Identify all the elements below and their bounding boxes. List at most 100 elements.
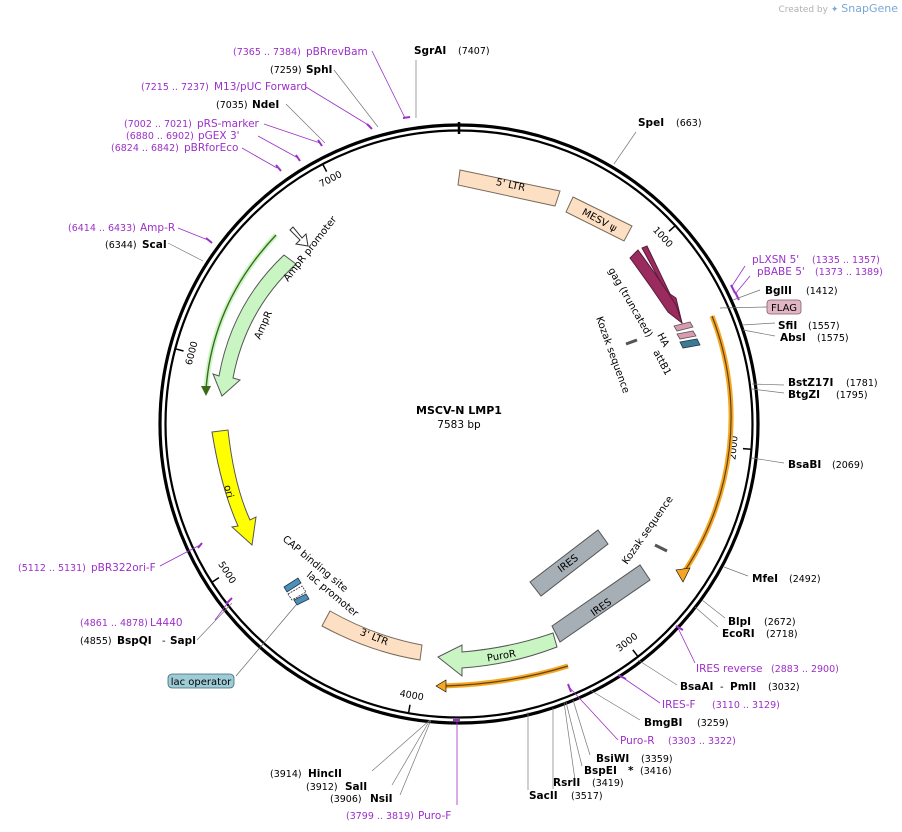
- primer-puro-r[interactable]: Puro-R(3303 .. 3322): [620, 735, 736, 747]
- svg-text:BsiWI: BsiWI: [596, 753, 629, 765]
- svg-text:(3914): (3914): [270, 769, 302, 780]
- enzyme-bstz17i[interactable]: BstZ17I(1781): [788, 377, 878, 389]
- primer-m13-puc-forward[interactable]: (7215 .. 7237)M13/pUC Forward: [141, 81, 307, 93]
- feature-ampr-promoter[interactable]: AmpR promoter: [282, 214, 340, 284]
- enzyme-nsii[interactable]: (3906)NsiI: [330, 793, 393, 805]
- primer-labels: pLXSN 5'(1335 .. 1357) pBABE 5'(1373 .. …: [18, 46, 883, 822]
- svg-text:(1557): (1557): [808, 321, 840, 332]
- primer-plxsn[interactable]: pLXSN 5'(1335 .. 1357): [752, 254, 880, 266]
- svg-text:AbsI: AbsI: [780, 332, 806, 344]
- svg-text:MfeI: MfeI: [752, 573, 778, 585]
- enzyme-mfei[interactable]: MfeI(2492): [752, 573, 821, 585]
- tick-label-4000: 4000: [399, 688, 425, 703]
- svg-text:ScaI: ScaI: [142, 239, 167, 251]
- enzyme-rsrii[interactable]: RsrII(3419): [553, 777, 624, 789]
- plasmid-length: 7583 bp: [437, 419, 481, 431]
- enzyme-bspqi-sapi[interactable]: (4855)BspQI-SapI: [80, 635, 196, 647]
- feature-ori[interactable]: ori: [211, 429, 257, 546]
- primer-ires-reverse[interactable]: IRES reverse(2883 .. 2900): [696, 663, 839, 675]
- tick-mark-7000: [322, 164, 328, 172]
- feature-orange-lower[interactable]: [435, 663, 569, 693]
- credit-brand: SnapGene: [841, 2, 898, 15]
- enzyme-blpi[interactable]: BlpI(2672): [728, 616, 796, 628]
- svg-text:pLXSN 5': pLXSN 5': [752, 254, 799, 266]
- feature-kozak-sequence-2[interactable]: Kozak sequence: [620, 494, 675, 566]
- svg-text:(7002 .. 7021): (7002 .. 7021): [124, 119, 192, 130]
- svg-text:(3912): (3912): [306, 782, 338, 793]
- enzyme-scai[interactable]: (6344)ScaI: [105, 239, 167, 251]
- feature-flag[interactable]: FLAG: [719, 299, 802, 315]
- svg-text:(1575): (1575): [817, 333, 849, 344]
- feature-gag-truncated[interactable]: gag (truncated): [605, 245, 684, 340]
- enzyme-hincii[interactable]: (3914) HincII: [270, 768, 342, 780]
- enzyme-sacii[interactable]: SacII(3517): [529, 790, 603, 802]
- svg-text:(3032): (3032): [768, 682, 800, 693]
- feature-puror[interactable]: PuroR: [437, 632, 558, 678]
- svg-text:SacII: SacII: [529, 790, 558, 802]
- primer-pbabe[interactable]: pBABE 5'(1373 .. 1389): [757, 266, 883, 278]
- enzyme-absi[interactable]: AbsI (1575): [780, 332, 849, 344]
- primer-prs-marker[interactable]: (7002 .. 7021) pRS-marker: [124, 118, 260, 130]
- enzyme-bsaai-pmli[interactable]: BsaAI-PmlI(3032): [680, 681, 800, 693]
- enzyme-sali[interactable]: (3912)SalI: [306, 781, 367, 793]
- svg-text:IRES-F: IRES-F: [662, 699, 696, 711]
- svg-text:BstZ17I: BstZ17I: [788, 377, 833, 389]
- tick-label-7000: 7000: [318, 169, 345, 190]
- feature-ampr-outer-arc[interactable]: [201, 233, 278, 396]
- primer-ires-f[interactable]: IRES-F(3110 .. 3129): [662, 699, 780, 711]
- svg-text:(2672): (2672): [764, 617, 796, 628]
- feature-attb1-label: attB1: [650, 348, 672, 377]
- feature-ha-label: HA: [654, 331, 671, 349]
- feature-attb1[interactable]: attB1: [650, 338, 701, 377]
- primer-leader-lines: [159, 50, 751, 805]
- primer-pbrforeco[interactable]: (6824 .. 6842) pBRforEco: [111, 142, 238, 154]
- svg-text:BmgBI: BmgBI: [644, 717, 682, 729]
- primer-puro-f[interactable]: (3799 .. 3819)Puro-F: [346, 810, 451, 822]
- svg-text:pBABE 5': pBABE 5': [757, 266, 805, 278]
- primer-amp-r[interactable]: (6414 .. 6433)Amp-R: [68, 222, 175, 234]
- svg-text:(5112 .. 5131): (5112 .. 5131): [18, 563, 86, 574]
- primer-pbr322ori-f[interactable]: (5112 .. 5131)pBR322ori-F: [18, 562, 156, 574]
- svg-text:L4440: L4440: [150, 617, 183, 629]
- feature-kozak-sequence-1[interactable]: Kozak sequence: [593, 315, 638, 395]
- feature-ires-1[interactable]: IRES: [529, 529, 609, 597]
- svg-text:BtgZI: BtgZI: [788, 389, 820, 401]
- enzyme-ecori[interactable]: EcoRI(2718): [722, 628, 798, 640]
- svg-text:HincII: HincII: [308, 768, 342, 780]
- feature-mesv-psi[interactable]: MESV ψ: [565, 196, 633, 242]
- feature-3-ltr[interactable]: 3' LTR: [321, 610, 423, 661]
- tick-label-5000: 5000: [215, 560, 237, 586]
- enzyme-bsabi[interactable]: BsaBI(2069): [788, 459, 864, 471]
- enzyme-sphi[interactable]: (7259)SphI: [270, 64, 332, 76]
- enzyme-spei[interactable]: SpeI(663): [638, 117, 702, 129]
- enzyme-bspei[interactable]: BspEI*(3416): [584, 765, 672, 777]
- tick-label-3000: 3000: [614, 631, 640, 654]
- feature-5-ltr[interactable]: 5' LTR: [457, 169, 561, 207]
- enzyme-ndei[interactable]: (7035)NdeI: [216, 99, 279, 111]
- svg-text:*: *: [628, 765, 634, 777]
- tick-mark-4000: [407, 704, 411, 713]
- feature-orange-cds[interactable]: [675, 315, 734, 583]
- svg-text:BsaAI: BsaAI: [680, 681, 713, 693]
- enzyme-bmgbi[interactable]: BmgBI(3259): [644, 717, 729, 729]
- enzyme-sgrai[interactable]: SgrAI(7407): [414, 45, 490, 57]
- svg-text:(3303 .. 3322): (3303 .. 3322): [668, 736, 736, 747]
- svg-text:(6824 .. 6842): (6824 .. 6842): [111, 143, 179, 154]
- primer-pbrrevbam[interactable]: (7365 .. 7384)pBRrevBam: [233, 46, 368, 58]
- svg-text:(7215 .. 7237): (7215 .. 7237): [141, 82, 209, 93]
- svg-text:BsaBI: BsaBI: [788, 459, 821, 471]
- feature-lac-operator[interactable]: lac operator: [167, 593, 310, 689]
- svg-text:BglII: BglII: [765, 285, 792, 297]
- primer-l4440[interactable]: (4861 .. 4878)L4440: [80, 617, 183, 629]
- enzyme-sfii[interactable]: SfiI(1557): [778, 320, 840, 332]
- svg-text:pBRforEco: pBRforEco: [184, 142, 238, 154]
- svg-text:(3416): (3416): [640, 766, 672, 777]
- svg-text:pRS-marker: pRS-marker: [197, 118, 260, 130]
- svg-text:(4861 .. 4878): (4861 .. 4878): [80, 618, 148, 629]
- primer-pgex3[interactable]: (6880 .. 6902)pGEX 3': [126, 130, 240, 142]
- svg-text:PmlI: PmlI: [730, 681, 756, 693]
- enzyme-bsiwi[interactable]: BsiWI(3359): [596, 753, 673, 765]
- enzyme-btgzi[interactable]: BtgZI(1795): [788, 389, 868, 401]
- enzyme-bglii[interactable]: BglII(1412): [765, 285, 838, 297]
